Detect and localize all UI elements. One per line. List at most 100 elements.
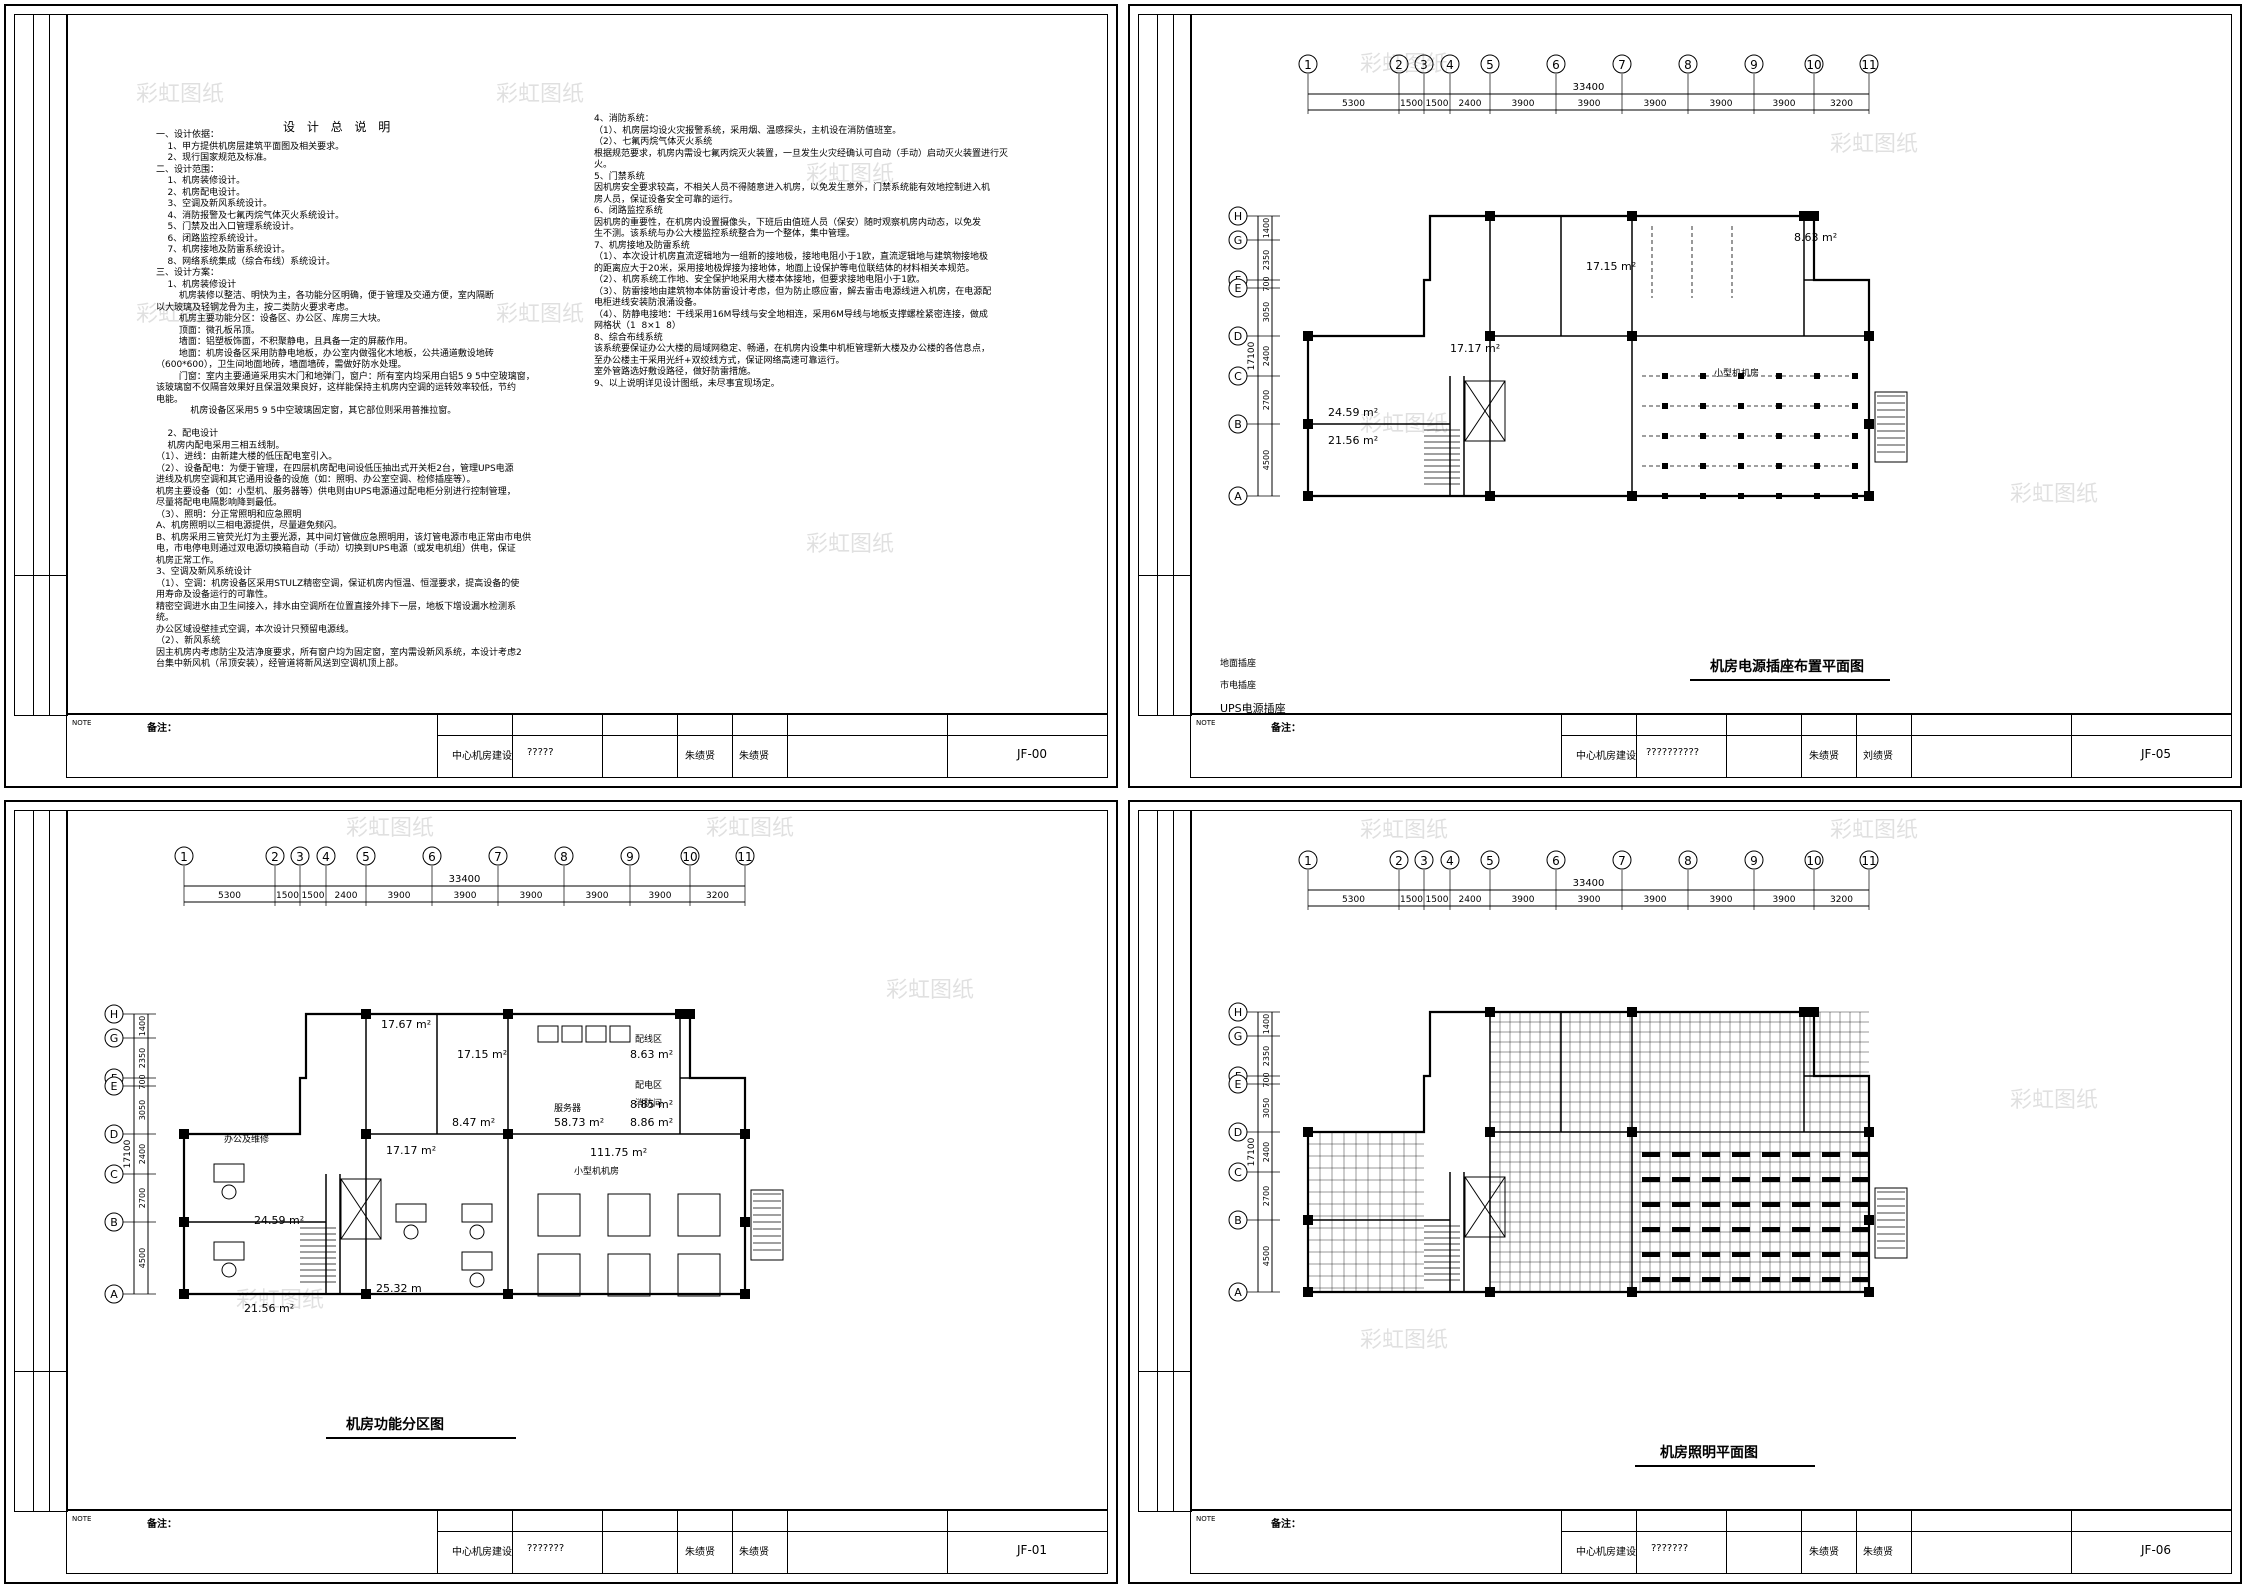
axis-bubble [1612, 54, 1632, 74]
light-fixture [1672, 1152, 1690, 1157]
drawing-frame [66, 810, 1108, 1510]
structural-column [361, 1289, 371, 1299]
axis-number: 6 [1552, 854, 1560, 868]
sheet-design-notes: 设 计 总 说 明 一、设计依据： 1、甲方提供机房层建筑平面图及相关要求。 2… [4, 4, 1118, 788]
room-area: 24.59 m² [1328, 406, 1378, 419]
vspan-label: 2350 [138, 1048, 147, 1068]
structural-column [740, 1217, 750, 1227]
axis-letter: C [1234, 1166, 1242, 1179]
light-fixture [1852, 1152, 1870, 1157]
light-fixture [1792, 1152, 1810, 1157]
light-fixture [1762, 1227, 1780, 1232]
axis-letter: D [1234, 330, 1242, 343]
structural-column [1799, 211, 1809, 221]
structural-column [1864, 491, 1874, 501]
room-area: 58.73 m² [554, 1116, 604, 1129]
span-label: 1500 [1400, 99, 1423, 109]
vspan-label: 700 [1262, 1072, 1271, 1087]
drawing-frame [1190, 810, 2232, 1510]
axis-bubble [1859, 54, 1879, 74]
light-fixture [1672, 1252, 1690, 1257]
axis-letter: C [1234, 370, 1242, 383]
light-fixture [1702, 1177, 1720, 1182]
vspan-label: 2700 [1262, 1186, 1271, 1206]
vspan-label: 1400 [1262, 1014, 1271, 1034]
axis-letter: E [1235, 282, 1242, 295]
office-desk [395, 1203, 427, 1223]
socket-symbol [1662, 463, 1668, 469]
vspan-label: 1400 [1262, 218, 1271, 238]
light-fixture [1822, 1152, 1840, 1157]
span-label: 1500 [1400, 895, 1423, 905]
minicomputer-cabinet [677, 1193, 721, 1237]
watermark: 彩虹图纸 [136, 302, 225, 327]
light-fixture [1672, 1177, 1690, 1182]
span-label: 3900 [1578, 99, 1601, 109]
checker-name: 刘绩贤 [1863, 751, 1893, 762]
office-chair [221, 1262, 237, 1278]
light-fixture [1672, 1277, 1690, 1282]
watermark: 彩虹图纸 [346, 816, 435, 841]
axis-number: 3 [1420, 854, 1428, 868]
room-area: 8.47 m² [452, 1116, 495, 1129]
light-fixture [1792, 1177, 1810, 1182]
axis-number: 7 [1618, 58, 1626, 72]
binding-strip [1138, 810, 1192, 1512]
span-label: 3900 [649, 891, 672, 901]
socket-symbol [1700, 403, 1706, 409]
drawing-name: ??????? [527, 1543, 565, 1554]
span-label: 3900 [454, 891, 477, 901]
socket-symbol [1662, 433, 1668, 439]
server-rack [561, 1025, 583, 1043]
room-area: 24.59 m² [254, 1214, 304, 1227]
office-desk [213, 1241, 245, 1261]
drawing-frame [66, 14, 1108, 714]
axis-number: 3 [296, 850, 304, 864]
structural-column [503, 1009, 513, 1019]
light-fixture [1792, 1252, 1810, 1257]
structural-column [503, 1129, 513, 1139]
elevator-shaft [340, 1178, 382, 1240]
notes-title: 设 计 总 说 明 [283, 120, 395, 134]
axis-bubble [1298, 54, 1318, 74]
binding-strip [14, 810, 68, 1512]
light-fixture [1822, 1277, 1840, 1282]
room-area: 25.32 m [376, 1282, 422, 1295]
structural-column [1809, 211, 1819, 221]
light-fixture [1642, 1252, 1660, 1257]
elevator-shaft [340, 1178, 382, 1240]
axis-number: 5 [362, 850, 370, 864]
light-fixture [1762, 1277, 1780, 1282]
light-fixture [1732, 1177, 1750, 1182]
axis-bubble [1744, 54, 1764, 74]
light-fixture [1732, 1227, 1750, 1232]
title-block: NOTE 备注： 中心机房建设 ????? 朱绩贤 朱绩贤 JF-00 [66, 714, 1108, 778]
watermark: 彩虹图纸 [1360, 412, 1449, 437]
checker-name: 朱绩贤 [1863, 1547, 1893, 1558]
room-label: 办公及维修 [224, 1133, 269, 1145]
axis-number: 9 [1750, 854, 1758, 868]
axis-number: 9 [1750, 58, 1758, 72]
binding-strip [1138, 14, 1192, 716]
axis-letter: B [1234, 418, 1242, 431]
socket-symbol [1738, 403, 1744, 409]
project-name: 中心机房建设 [452, 751, 512, 762]
watermark: 彩虹图纸 [2010, 482, 2099, 507]
drawing-frame [1190, 14, 2232, 714]
overall-width-label: 33400 [449, 874, 481, 885]
axis-bubble [356, 846, 376, 866]
span-label: 3900 [1710, 99, 1733, 109]
light-fixture [1642, 1152, 1660, 1157]
watermark: 彩虹图纸 [2010, 1088, 2099, 1113]
room-area: 8.63 m² [1794, 231, 1837, 244]
socket-symbol [1776, 373, 1782, 379]
span-label: 3900 [1710, 895, 1733, 905]
office-desk [461, 1251, 493, 1271]
note-label: 备注： [147, 723, 177, 734]
axis-bubble [680, 846, 700, 866]
vspan-label: 3050 [1262, 1098, 1271, 1118]
legend-ups-socket: UPS电源插座 [1220, 702, 1286, 715]
axis-number: 11 [737, 850, 752, 864]
room-area: 111.75 m² [590, 1146, 647, 1159]
